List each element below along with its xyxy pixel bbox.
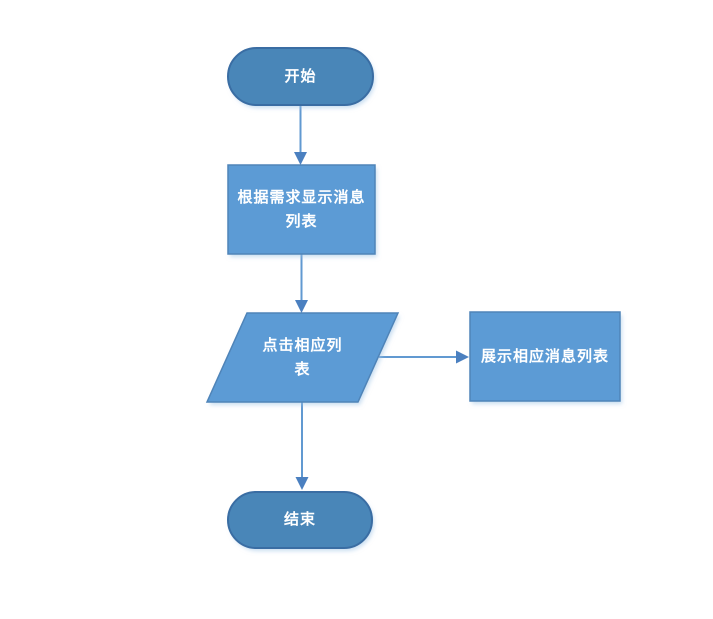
edge-start-to-process1 [294,105,307,165]
edge-input1-to-end [295,402,309,490]
arrowhead-down-icon [295,300,308,313]
input1-node-shape [207,313,398,402]
input1-node-border [205,312,400,403]
end-node-shape [228,492,372,548]
end-node-border [227,491,373,549]
edge-process1-to-input1 [295,254,308,313]
edge-input1-to-process2 [379,350,469,364]
process2-node-shape [470,312,620,401]
start-node-shape [228,48,373,105]
arrowhead-down-icon [294,152,307,165]
process1-node-border [227,164,376,255]
arrowhead-down-icon [295,477,309,490]
arrowhead-right-icon [456,350,469,364]
start-node-border [227,47,374,106]
process2-node-border [469,311,621,402]
process1-node-shape [228,165,375,254]
